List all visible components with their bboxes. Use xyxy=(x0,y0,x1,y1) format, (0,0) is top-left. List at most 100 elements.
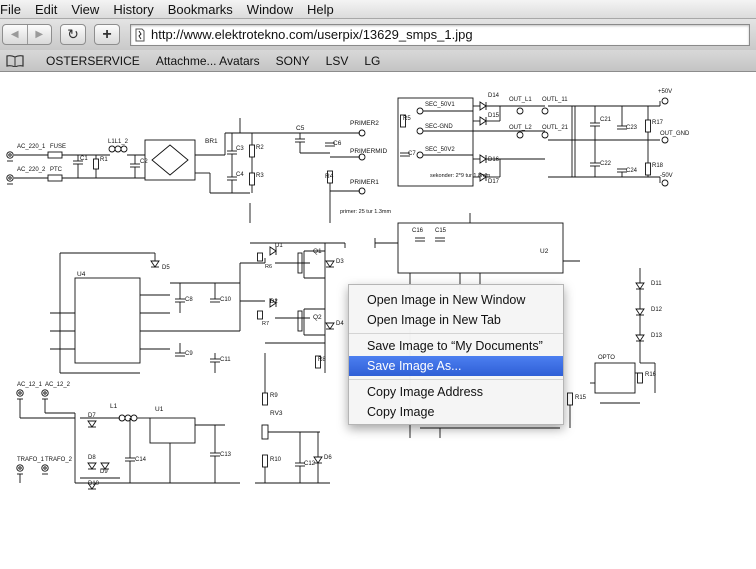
back-button[interactable]: ◀ xyxy=(3,25,28,44)
menu-separator xyxy=(349,379,563,380)
schematic-label: D5 xyxy=(162,265,170,271)
menu-bookmarks[interactable]: Bookmarks xyxy=(167,1,233,17)
mosfet-gate xyxy=(297,252,303,274)
back-forward-group: ◀ ▶ xyxy=(2,24,52,45)
bookmarks-bar: OSTERSERVICE Attachme... Avatars SONY LSV LG xyxy=(0,50,756,72)
diode xyxy=(635,308,645,316)
schematic-label: -50V xyxy=(660,173,673,179)
schematic-label: C6 xyxy=(333,140,342,147)
schematic-label: PRIMER2 xyxy=(350,120,379,127)
schematic-label: D12 xyxy=(651,307,663,313)
schematic-label: AC_220_2 xyxy=(17,167,46,173)
diode xyxy=(635,282,645,290)
schematic-label: OUT_GND xyxy=(660,131,690,137)
bookmark-item[interactable]: LSV xyxy=(325,53,349,68)
resistor xyxy=(645,119,651,133)
bookmark-item[interactable]: SONY xyxy=(275,53,310,68)
schematic-label: D7 xyxy=(88,413,96,419)
bookmark-item[interactable]: Attachme... Avatars xyxy=(155,53,260,68)
resistor xyxy=(315,355,321,369)
diode xyxy=(87,420,97,428)
mosfet-gate xyxy=(297,310,303,332)
connector-terminal xyxy=(16,464,24,472)
schematic-label: AC_220_1 xyxy=(17,144,46,150)
schematic-label: C11 xyxy=(220,357,231,363)
schematic-label: C14 xyxy=(135,457,147,463)
save-image-to-documents-item[interactable]: Save Image to “My Documents” xyxy=(367,339,543,353)
add-bookmark-button[interactable]: + xyxy=(94,24,120,45)
schematic-label: D6 xyxy=(324,455,332,461)
schematic-label: R10 xyxy=(270,457,282,463)
connector-terminal xyxy=(43,466,47,470)
inductor xyxy=(120,145,128,153)
schematic-label: C12 xyxy=(304,461,316,467)
schematic-label: C22 xyxy=(600,161,612,167)
diode xyxy=(269,246,277,256)
schematic-label: Q1 xyxy=(313,248,322,255)
url-text: http://www.elektrotekno.com/userpix/1362… xyxy=(151,27,473,42)
schematic-label: TRAFO_1 xyxy=(17,457,45,463)
connector-terminal xyxy=(8,176,12,180)
schematic-label: D14 xyxy=(488,93,500,99)
toolbar: ◀ ▶ ↻ + http://www.elektrotekno.com/user… xyxy=(0,19,756,50)
menu-view[interactable]: View xyxy=(71,1,100,17)
connector-terminal xyxy=(661,97,669,105)
connector-terminal xyxy=(661,179,669,187)
resistor xyxy=(93,158,99,170)
schematic-label: D4 xyxy=(336,321,344,327)
resistor xyxy=(249,144,255,158)
resistor xyxy=(637,372,643,384)
bridge-frame xyxy=(144,139,196,181)
bookmarks-book-icon[interactable] xyxy=(6,54,26,67)
schematic-label: D16 xyxy=(488,157,500,163)
schematic-label: R4 xyxy=(325,173,334,180)
diode xyxy=(100,462,110,470)
open-image-new-tab-item[interactable]: Open Image in New Tab xyxy=(367,313,501,327)
schematic-label: C8 xyxy=(185,297,193,303)
inductor xyxy=(130,414,138,422)
bookmark-item[interactable]: LG xyxy=(364,53,381,68)
connector-terminal xyxy=(416,127,424,135)
copy-image-address-item[interactable]: Copy Image Address xyxy=(367,385,484,399)
schematic-label: C15 xyxy=(435,228,447,234)
menu-window[interactable]: Window xyxy=(246,1,294,17)
menu-help[interactable]: Help xyxy=(307,1,334,17)
resistor xyxy=(262,392,268,406)
schematic-label: PTC xyxy=(50,167,63,173)
menu-file[interactable]: File xyxy=(0,1,21,17)
diode xyxy=(325,322,335,330)
schematic-label: R5 xyxy=(403,116,411,122)
open-image-new-window-item[interactable]: Open Image in New Window xyxy=(367,293,526,307)
schematic-label: L1L1_2 xyxy=(108,139,129,145)
schematic-label: D3 xyxy=(336,259,344,265)
menu-edit[interactable]: Edit xyxy=(34,1,58,17)
reload-button[interactable]: ↻ xyxy=(60,24,86,45)
save-image-as-item[interactable]: Save Image As... xyxy=(349,356,563,376)
address-bar[interactable]: http://www.elektrotekno.com/userpix/1362… xyxy=(130,23,750,46)
diode xyxy=(325,260,335,268)
connector-terminal xyxy=(6,151,14,159)
schematic-label: C1 xyxy=(80,156,88,162)
forward-button[interactable]: ▶ xyxy=(35,29,44,40)
menu-bar: File Edit View History Bookmarks Window Help xyxy=(0,0,756,19)
schematic-label: C5 xyxy=(296,125,305,132)
resistor xyxy=(262,454,268,468)
schematic-label: R1 xyxy=(100,157,108,163)
menu-history[interactable]: History xyxy=(113,1,154,17)
schematic-label: D13 xyxy=(651,333,663,339)
schematic-label: OUTL_21 xyxy=(542,125,569,131)
copy-image-item[interactable]: Copy Image xyxy=(367,405,435,419)
schematic-label: OUT_L2 xyxy=(509,125,532,131)
schematic-label: Q2 xyxy=(313,314,322,321)
schematic-label: C3 xyxy=(236,146,244,152)
schematic-label: C24 xyxy=(626,168,638,174)
connector-terminal xyxy=(18,466,22,470)
connector-terminal xyxy=(661,136,669,144)
schematic-label: PRIMER1 xyxy=(350,179,379,186)
inductor xyxy=(114,145,122,153)
schematic-label: D8 xyxy=(88,455,96,461)
bookmark-item[interactable]: OSTERSERVICE xyxy=(46,53,140,68)
connector-terminal xyxy=(416,151,424,159)
connector-terminal xyxy=(41,389,49,397)
